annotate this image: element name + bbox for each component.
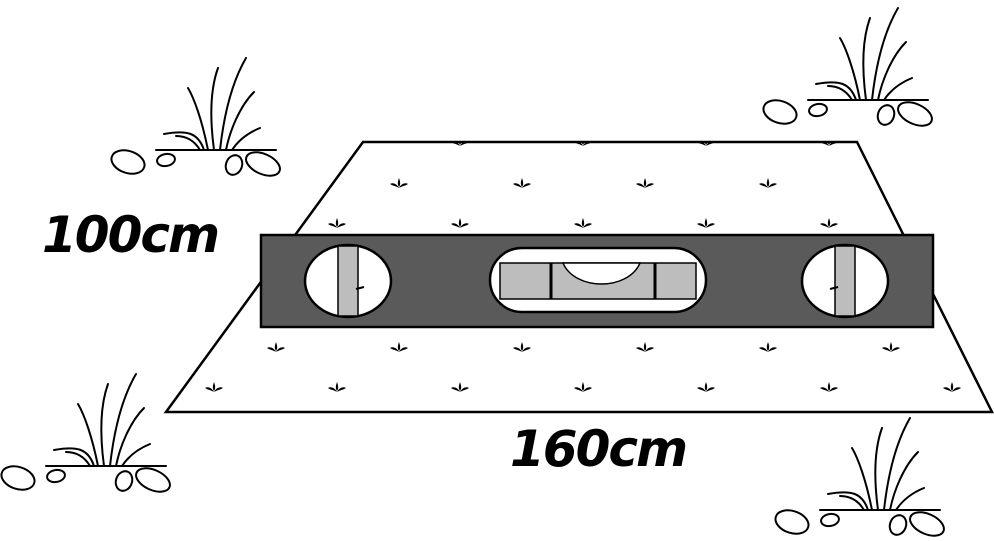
grass-tuft-icon: [759, 7, 937, 132]
width-dimension-label: 160cm: [510, 420, 688, 478]
left-vertical-vial: [303, 243, 393, 319]
height-dimension-label: 100cm: [42, 206, 220, 264]
center-horizontal-vial: [488, 246, 708, 314]
grass-tuft-icon: [771, 417, 949, 541]
right-vertical-vial: [800, 243, 890, 319]
grass-tuft-icon: [107, 57, 285, 182]
grass-tuft-icon: [0, 373, 175, 498]
spirit-level-icon: [259, 233, 935, 329]
